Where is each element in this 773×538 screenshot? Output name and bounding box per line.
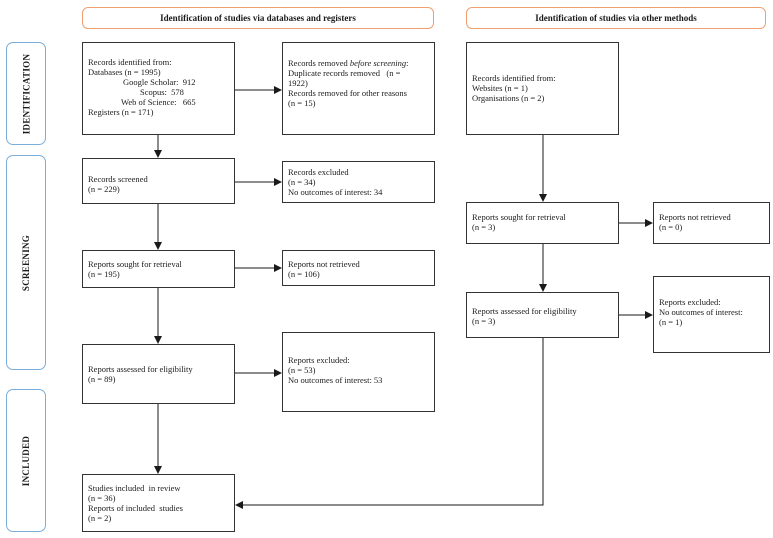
text-line: (n = 34): [288, 177, 316, 187]
text-fragment: Records removed: [288, 58, 350, 68]
text-line: Reports not retrieved: [659, 212, 731, 222]
text-line: Records excluded: [288, 167, 349, 177]
other-reports-assessed-box: Reports assessed for eligibility (n = 3): [466, 292, 619, 338]
text-line: 1922): [288, 78, 308, 88]
text-line: Records screened: [88, 174, 148, 184]
text-line: No outcomes of interest: 53: [288, 375, 383, 385]
other-reports-not-retrieved-box: Reports not retrieved (n = 0): [653, 202, 770, 244]
text-line: Reports not retrieved: [288, 259, 360, 269]
phase-identification: IDENTIFICATION: [6, 42, 46, 145]
text-line: Records identified from:: [88, 57, 172, 67]
text-line: Organisations (n = 2): [472, 93, 545, 103]
records-removed-box: Records removed before screening: Duplic…: [282, 42, 435, 135]
studies-included-box: Studies included in review (n = 36) Repo…: [82, 474, 235, 532]
other-reports-excluded-box: Reports excluded: No outcomes of interes…: [653, 276, 770, 353]
text-line: Reports sought for retrieval: [88, 259, 182, 269]
text-line: Records identified from:: [472, 73, 556, 83]
text-line: (n = 106): [288, 269, 320, 279]
text-line: (n = 36): [88, 493, 116, 503]
text-line: (n = 229): [88, 184, 120, 194]
other-reports-sought-box: Reports sought for retrieval (n = 3): [466, 202, 619, 244]
header-other-methods: Identification of studies via other meth…: [466, 7, 766, 29]
other-records-identified-box: Records identified from: Websites (n = 1…: [466, 42, 619, 135]
text-line: Duplicate records removed (n =: [288, 68, 401, 78]
text-line: (n = 0): [659, 222, 683, 232]
text-line: Studies included in review: [88, 483, 181, 493]
reports-sought-box: Reports sought for retrieval (n = 195): [82, 250, 235, 288]
reports-excluded-box: Reports excluded: (n = 53) No outcomes o…: [282, 332, 435, 412]
text-line: (n = 53): [288, 365, 316, 375]
text-line: Reports excluded:: [288, 355, 350, 365]
text-line: (n = 3): [472, 222, 496, 232]
text-line: Reports sought for retrieval: [472, 212, 566, 222]
text-line: (n = 89): [88, 374, 116, 384]
text-line: (n = 2): [88, 513, 112, 523]
text-line: Reports excluded:: [659, 297, 721, 307]
text-line: Databases (n = 1995): [88, 67, 161, 77]
text-line: Google Scholar: 912: [123, 77, 196, 87]
header-databases: Identification of studies via databases …: [82, 7, 434, 29]
text-line: Websites (n = 1): [472, 83, 528, 93]
text-line: Reports assessed for eligibility: [88, 364, 193, 374]
text-line: (n = 15): [288, 98, 316, 108]
text-line: Registers (n = 171): [88, 107, 154, 117]
text-line: Reports assessed for eligibility: [472, 306, 577, 316]
reports-assessed-box: Reports assessed for eligibility (n = 89…: [82, 344, 235, 404]
text-line: No outcomes of interest:: [659, 307, 743, 317]
text-fragment: :: [406, 58, 409, 68]
text-line: (n = 195): [88, 269, 120, 279]
text-line: No outcomes of interest: 34: [288, 187, 383, 197]
text-line: Records removed for other reasons: [288, 88, 407, 98]
reports-not-retrieved-box: Reports not retrieved (n = 106): [282, 250, 435, 286]
phase-included: INCLUDED: [6, 389, 46, 532]
records-screened-box: Records screened (n = 229): [82, 158, 235, 204]
text-line: Scopus: 578: [140, 87, 184, 97]
text-line: Records removed before screening:: [288, 58, 429, 68]
text-line: Reports of included studies: [88, 503, 183, 513]
records-identified-box: Records identified from: Databases (n = …: [82, 42, 235, 135]
arrow-other-assessed-to-included: [235, 338, 544, 509]
records-excluded-box: Records excluded (n = 34) No outcomes of…: [282, 161, 435, 203]
text-line: (n = 3): [472, 316, 496, 326]
text-line: Web of Science: 665: [121, 97, 196, 107]
text-line: (n = 1): [659, 317, 683, 327]
text-fragment-italic: before screening: [349, 58, 407, 68]
phase-screening: SCREENING: [6, 155, 46, 370]
